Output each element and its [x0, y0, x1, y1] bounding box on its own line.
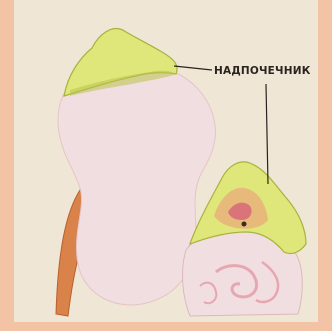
adrenal-vessel: [242, 222, 247, 227]
adrenal-gland-label: НАДПОЧЕЧНИК: [214, 65, 311, 77]
